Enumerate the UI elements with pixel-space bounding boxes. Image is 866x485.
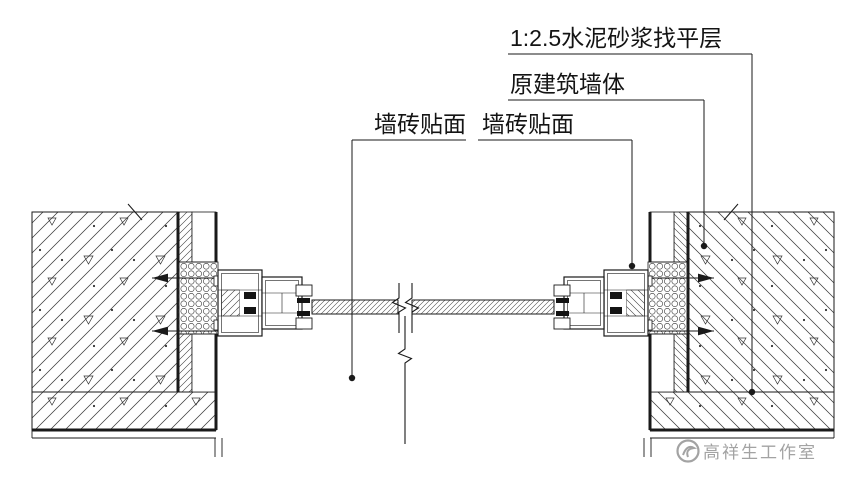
label-leveling-layer: 1:2.5水泥砂浆找平层 <box>510 25 722 51</box>
studio-logo-icon <box>676 439 700 463</box>
tile-facing <box>31 211 223 457</box>
label-original-wall: 原建筑墙体 <box>510 71 625 97</box>
leader-leveling-layer <box>508 53 756 396</box>
leader-dot <box>628 262 636 270</box>
label-wall-tile-right: 墙砖贴面 <box>482 111 574 137</box>
wall-assembly-left <box>31 203 313 457</box>
leader-original-wall <box>508 99 708 250</box>
annotation-labels: 1:2.5水泥砂浆找平层 原建筑墙体 墙砖贴面 墙砖贴面 <box>374 25 722 137</box>
leader-wall-tile-right <box>478 139 636 270</box>
sealant-foam <box>177 261 219 335</box>
leader-dot <box>348 374 356 382</box>
watermark: 高祥生工作室 <box>676 439 817 463</box>
leader-dot <box>700 242 708 250</box>
wall-assembly-right <box>552 202 836 459</box>
leader-wall-tile-left <box>348 139 466 382</box>
watermark-text: 高祥生工作室 <box>703 443 817 462</box>
break-lines <box>391 283 420 444</box>
concrete-wall <box>31 203 217 431</box>
leader-lines <box>348 53 756 396</box>
window-frame-profile <box>213 269 313 337</box>
glazing-unit <box>311 299 555 315</box>
leader-dot <box>748 388 756 396</box>
label-wall-tile-left: 墙砖贴面 <box>374 111 466 137</box>
